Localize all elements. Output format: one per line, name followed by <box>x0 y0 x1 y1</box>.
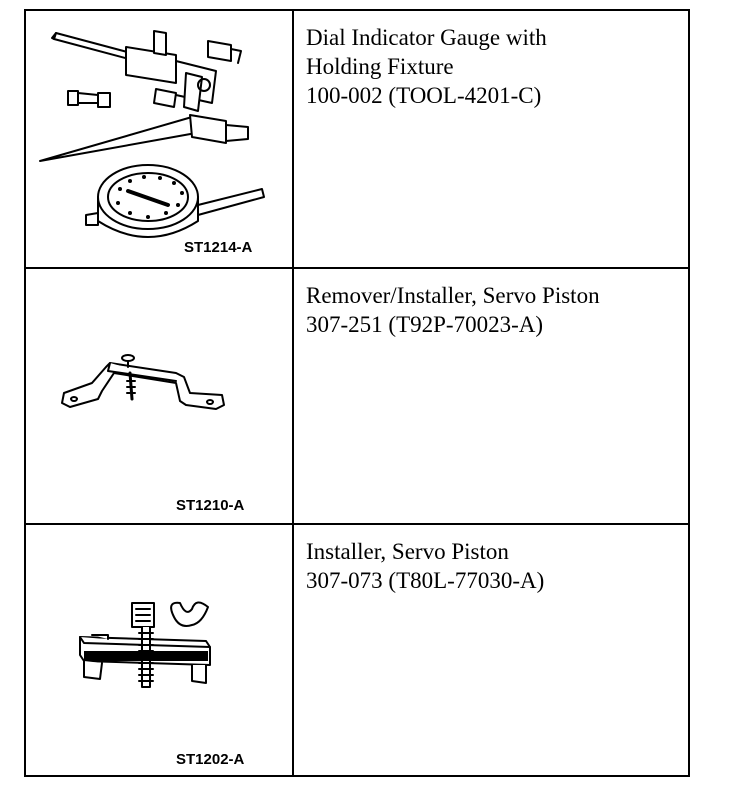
tool-image-cell: ST1210-A <box>26 269 294 523</box>
tool-part-number: 100-002 (TOOL-4201-C) <box>306 83 542 108</box>
servo-piston-installer-icon <box>79 601 211 688</box>
tool-description-cell: Installer, Servo Piston 307-073 (T80L-77… <box>294 525 688 775</box>
tool-reference-code: ST1214-A <box>184 239 253 256</box>
tool-part-number: 307-251 (T92P-70023-A) <box>306 312 543 337</box>
tool-description-line: Installer, Servo Piston <box>306 539 509 564</box>
tool-row: ST1202-A Installer, Servo Piston 307-073… <box>26 525 688 775</box>
tool-description-line: Remover/Installer, Servo Piston <box>306 283 600 308</box>
tool-description-line: Dial Indicator Gauge with <box>306 25 547 50</box>
dial-indicator-gauge-icon <box>39 30 265 238</box>
tool-description-cell: Remover/Installer, Servo Piston 307-251 … <box>294 269 688 523</box>
tool-reference-code: ST1202-A <box>176 751 245 768</box>
servo-piston-remover-installer-icon <box>61 354 225 410</box>
tool-part-number: 307-073 (T80L-77030-A) <box>306 568 545 593</box>
tool-table: ST1214-A Dial Indicator Gauge with Holdi… <box>24 9 690 777</box>
tool-image-cell: ST1202-A <box>26 525 294 775</box>
tool-row: ST1214-A Dial Indicator Gauge with Holdi… <box>26 11 688 269</box>
tool-description-cell: Dial Indicator Gauge with Holding Fixtur… <box>294 11 688 267</box>
tool-description-line: Holding Fixture <box>306 54 454 79</box>
tool-image-cell: ST1214-A <box>26 11 294 267</box>
tool-reference-code: ST1210-A <box>176 497 245 514</box>
tool-row: ST1210-A Remover/Installer, Servo Piston… <box>26 269 688 525</box>
